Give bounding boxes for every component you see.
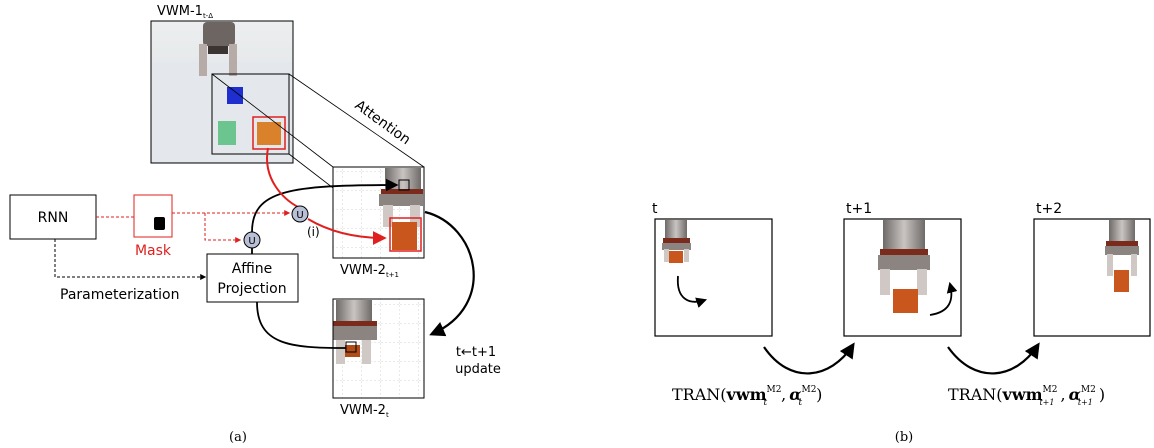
mask-box [133, 194, 173, 238]
affine-projection-box [206, 253, 299, 303]
panel-a: VWM-1t-Δ Attention [9, 4, 501, 445]
rnn-box [9, 194, 97, 240]
union-node-1 [291, 205, 309, 223]
frame-label-t1: t+1 [846, 201, 872, 217]
mask-blob [154, 217, 165, 230]
orange-cube [257, 122, 281, 145]
attention-label: Attention [352, 97, 414, 148]
gripper-icon [203, 22, 235, 46]
union-symbol-1: U [296, 210, 303, 221]
frame-label-t2: t+2 [1036, 201, 1062, 217]
mask-label: Mask [135, 243, 172, 259]
update-label-line2: update [455, 362, 501, 377]
vwm2-next-image [332, 166, 425, 259]
caption-a: (a) [229, 430, 247, 445]
green-cube [218, 121, 236, 145]
affine-label-line2: Projection [217, 281, 286, 297]
frame-label-t: t [652, 201, 658, 217]
vwm2-current-image [332, 298, 425, 399]
vwm2-current-label: VWM-2t [340, 403, 389, 419]
vwm1-label: VWM-1t-Δ [157, 4, 213, 20]
frame-t [654, 218, 773, 337]
parameterization-label: Parameterization [60, 287, 179, 303]
caption-b: (b) [895, 430, 913, 445]
union-symbol-2: U [248, 236, 255, 247]
union-node-2 [243, 231, 261, 249]
orange-cube-highlight [252, 116, 286, 150]
source-cell-box [345, 341, 357, 353]
rnn-label: RNN [38, 210, 69, 226]
placed-cube-highlight [389, 217, 422, 252]
update-label-line1: t←t+1 [456, 345, 496, 360]
frame-t2 [1033, 218, 1151, 337]
step-label: (i) [307, 225, 320, 239]
target-cell-box [398, 179, 410, 191]
affine-label-line1: Affine [232, 261, 273, 277]
vwm1-image [150, 20, 294, 164]
panel-b: t t+1 t+2 [652, 201, 1151, 445]
blue-cube [227, 87, 243, 104]
frame-t1 [843, 218, 962, 337]
vwm2-next-label: VWM-2t+1 [340, 263, 399, 279]
attention-crop-box [211, 73, 290, 155]
